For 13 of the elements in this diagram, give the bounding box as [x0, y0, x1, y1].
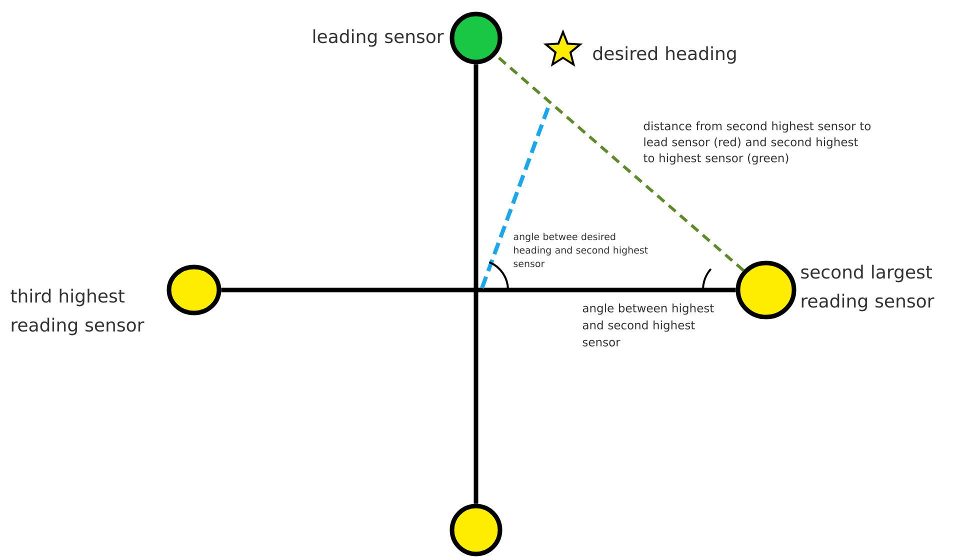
sensor-label: second largest reading sensor: [801, 264, 934, 312]
sensor-label: leading sensor: [313, 29, 444, 47]
annotation-text: angle between highest and second highest sensor: [582, 304, 714, 346]
sensor-circle: [166, 264, 222, 316]
sensor-circle: [736, 260, 796, 320]
sensor-circle: [450, 504, 502, 556]
sensor-label: desired heading: [593, 46, 736, 64]
sensor-label: third highest reading sensor: [10, 288, 144, 336]
connector-line: [221, 288, 736, 292]
annotation-text: distance from second highest sensor to lead sensor (red) and second highest to highest sensor (green): [644, 121, 871, 165]
annotation-text: angle betwee desired heading and second highest sensor: [514, 232, 648, 268]
sensor-circle: [450, 12, 502, 64]
connector-line: [474, 64, 478, 504]
